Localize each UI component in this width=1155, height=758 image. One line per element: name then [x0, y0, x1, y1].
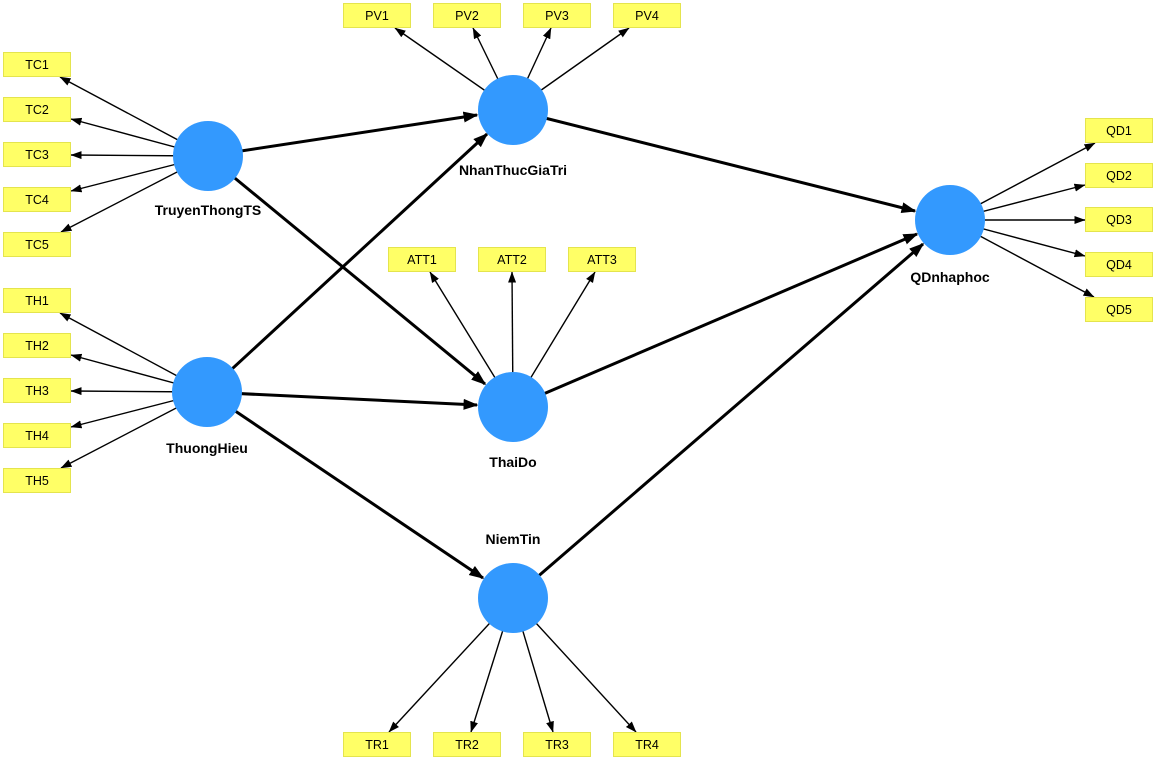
indicator-pv1[interactable]: PV1: [343, 3, 411, 28]
path-thuonghieu-niemtin[interactable]: [206, 390, 485, 580]
indicator-tc3[interactable]: TC3: [3, 142, 71, 167]
path-truyenthongts-nhanthucgiatri[interactable]: [207, 111, 479, 158]
indicator-th5[interactable]: TH5: [3, 468, 71, 493]
indicator-qd1[interactable]: QD1: [1085, 118, 1153, 143]
construct-thaido[interactable]: [478, 372, 548, 442]
construct-label-nhanthucgiatri: NhanThucGiaTri: [458, 162, 568, 178]
indicator-tr2[interactable]: TR2: [433, 732, 501, 757]
path-nhanthucgiatri-qdnhaphoc[interactable]: [512, 108, 917, 214]
path-thaido-qdnhaphoc[interactable]: [512, 232, 919, 409]
indicator-pv2[interactable]: PV2: [433, 3, 501, 28]
indicator-th2[interactable]: TH2: [3, 333, 71, 358]
indicator-th1[interactable]: TH1: [3, 288, 71, 313]
indicator-th4[interactable]: TH4: [3, 423, 71, 448]
path-truyenthongts-thaido[interactable]: [207, 154, 487, 386]
indicator-th3[interactable]: TH3: [3, 378, 71, 403]
indicator-tr3[interactable]: TR3: [523, 732, 591, 757]
indicator-att2[interactable]: ATT2: [478, 247, 546, 272]
indicator-tr1[interactable]: TR1: [343, 732, 411, 757]
indicator-qd3[interactable]: QD3: [1085, 207, 1153, 232]
indicator-tc4[interactable]: TC4: [3, 187, 71, 212]
indicator-qd5[interactable]: QD5: [1085, 297, 1153, 322]
path-niemtin-qdnhaphoc[interactable]: [512, 242, 925, 600]
construct-qdnhaphoc[interactable]: [915, 185, 985, 255]
indicator-att3[interactable]: ATT3: [568, 247, 636, 272]
construct-label-truyenthongts: TruyenThongTS: [154, 202, 262, 218]
indicator-pv4[interactable]: PV4: [613, 3, 681, 28]
construct-niemtin[interactable]: [478, 563, 548, 633]
indicator-tr4[interactable]: TR4: [613, 732, 681, 757]
construct-truyenthongts[interactable]: [173, 121, 243, 191]
construct-label-niemtin: NiemTin: [485, 531, 541, 547]
indicator-pv3[interactable]: PV3: [523, 3, 591, 28]
indicator-tc1[interactable]: TC1: [3, 52, 71, 77]
construct-label-qdnhaphoc: QDnhaphoc: [910, 269, 990, 285]
indicator-qd2[interactable]: QD2: [1085, 163, 1153, 188]
path-thuonghieu-thaido[interactable]: [206, 390, 479, 410]
construct-label-thaido: ThaiDo: [489, 454, 537, 470]
indicator-qd4[interactable]: QD4: [1085, 252, 1153, 277]
path-thuonghieu-nhanthucgiatri[interactable]: [205, 132, 489, 394]
indicator-att1[interactable]: ATT1: [388, 247, 456, 272]
construct-label-thuonghieu: ThuongHieu: [166, 440, 248, 456]
construct-nhanthucgiatri[interactable]: [478, 75, 548, 145]
indicator-tc5[interactable]: TC5: [3, 232, 71, 257]
indicator-tc2[interactable]: TC2: [3, 97, 71, 122]
construct-thuonghieu[interactable]: [172, 357, 242, 427]
